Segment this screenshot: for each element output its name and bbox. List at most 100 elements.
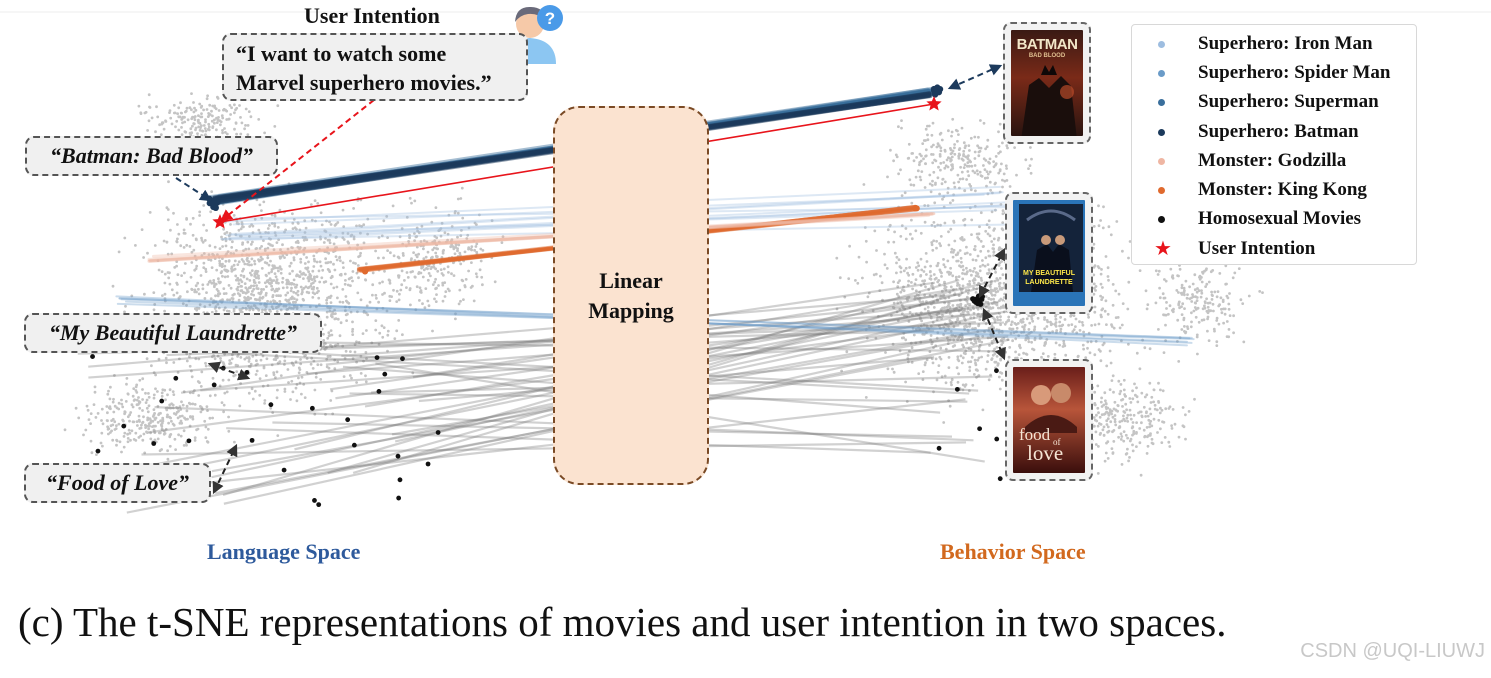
laundrette-label-arrow bbox=[207, 361, 251, 381]
legend-item: Superhero: Superman bbox=[1132, 88, 1416, 117]
mapping-link bbox=[147, 213, 931, 261]
background-point-cluster bbox=[137, 83, 280, 151]
mapping-link bbox=[149, 212, 929, 263]
legend: Superhero: Iron Man Superhero: Spider Ma… bbox=[1131, 24, 1417, 265]
intention-arrow bbox=[220, 99, 375, 222]
legend-item: Superhero: Iron Man bbox=[1132, 29, 1416, 58]
movie-label-laundrette: “My Beautiful Laundrette” bbox=[24, 313, 322, 353]
callout-arrows bbox=[175, 64, 1006, 495]
poster-batman-subtitle: BAD BLOOD bbox=[1028, 53, 1066, 59]
legend-item: Homosexual Movies bbox=[1132, 205, 1416, 234]
background-point-cluster bbox=[63, 374, 236, 469]
watermark: CSDN @UQI-LIUWJ bbox=[1300, 640, 1485, 662]
user-intention-star-behavior bbox=[926, 96, 942, 111]
movie-point bbox=[173, 375, 179, 381]
legend-label: User Intention bbox=[1198, 237, 1316, 259]
movie-point bbox=[90, 354, 95, 359]
movie-point bbox=[121, 423, 127, 429]
poster-food-subtitle: love bbox=[1027, 441, 1064, 465]
food-label-arrow bbox=[212, 443, 238, 495]
legend-marker bbox=[1154, 152, 1168, 170]
legend-marker bbox=[1154, 35, 1168, 53]
legend-marker: ★ bbox=[1154, 238, 1172, 261]
legend-item: ★ User Intention bbox=[1132, 234, 1416, 263]
linear-mapping-label: Linear Mapping bbox=[588, 267, 674, 323]
movie-point bbox=[351, 442, 357, 448]
poster-batman-title: BATMAN bbox=[1016, 36, 1078, 53]
mapping-link bbox=[147, 212, 934, 263]
background-point-cluster bbox=[862, 117, 1041, 214]
mapping-link bbox=[151, 212, 936, 258]
movie-point bbox=[970, 296, 976, 302]
movie-point bbox=[954, 386, 960, 392]
language-space-points bbox=[63, 83, 505, 469]
legend-label: Monster: Godzilla bbox=[1198, 149, 1347, 171]
background-point-cluster bbox=[111, 176, 435, 438]
movie-point bbox=[435, 430, 441, 435]
movie-point bbox=[186, 438, 192, 444]
batman-poster-arrow bbox=[947, 64, 1003, 90]
legend-item: Superhero: Spider Man bbox=[1132, 58, 1416, 87]
poster-laundrette-art bbox=[1019, 204, 1083, 292]
poster-food-of-love: food of love bbox=[1013, 367, 1085, 473]
legend-item: Monster: King Kong bbox=[1132, 175, 1416, 204]
poster-laundrette-subtitle: LAUNDRETTE bbox=[1025, 279, 1073, 286]
movie-point bbox=[397, 477, 403, 483]
highlighted-points bbox=[90, 84, 1003, 508]
movie-point bbox=[268, 402, 274, 408]
movie-point bbox=[997, 476, 1003, 482]
movie-label-food-of-love: “Food of Love” bbox=[24, 463, 211, 503]
legend-label: Monster: King Kong bbox=[1198, 179, 1367, 201]
movie-point bbox=[345, 417, 351, 423]
mapping-link bbox=[124, 346, 970, 395]
movie-point bbox=[151, 441, 157, 446]
movie-point bbox=[425, 461, 431, 467]
movie-point bbox=[376, 389, 382, 394]
movie-point bbox=[936, 445, 942, 451]
legend-marker bbox=[1154, 181, 1168, 199]
movie-point bbox=[994, 436, 1000, 442]
legend-marker bbox=[1154, 64, 1168, 82]
legend-item: Superhero: Batman bbox=[1132, 117, 1416, 146]
movie-point bbox=[974, 300, 981, 307]
legend-label: Superhero: Superman bbox=[1198, 91, 1379, 113]
food-poster-arrow bbox=[982, 307, 1006, 361]
batman-arrow bbox=[175, 177, 213, 202]
behavior-space-label: Behavior Space bbox=[940, 539, 1086, 564]
user-intention-quote: “I want to watch some Marvel superhero m… bbox=[222, 33, 528, 101]
mapping-link bbox=[127, 305, 961, 471]
linear-mapping-box: Linear Mapping bbox=[553, 106, 709, 485]
user-intention-star-language bbox=[212, 214, 228, 229]
laundrette-poster-arrow bbox=[978, 247, 1006, 299]
poster-laundrette-title: MY BEAUTIFUL bbox=[1023, 270, 1075, 277]
figure-caption: (c) The t-SNE representations of movies … bbox=[18, 599, 1227, 645]
movie-point bbox=[312, 498, 317, 503]
language-space-label: Language Space bbox=[207, 539, 361, 564]
movie-point bbox=[400, 356, 405, 362]
legend-label: Superhero: Spider Man bbox=[1198, 61, 1391, 83]
movie-point bbox=[994, 368, 999, 374]
legend-label: Superhero: Iron Man bbox=[1198, 32, 1373, 54]
movie-point bbox=[977, 426, 983, 432]
movie-point bbox=[309, 405, 315, 411]
legend-marker bbox=[1154, 123, 1168, 141]
poster-batman-art bbox=[1021, 65, 1077, 136]
movie-point bbox=[244, 370, 250, 375]
user-intention-title: User Intention bbox=[304, 3, 440, 28]
legend-marker bbox=[1154, 93, 1168, 111]
movie-point bbox=[362, 268, 369, 275]
movie-point bbox=[95, 448, 101, 454]
movie-point bbox=[913, 205, 920, 212]
poster-batman: BATMAN BAD BLOOD bbox=[1011, 30, 1083, 136]
poster-food-of-love-art bbox=[1025, 383, 1077, 433]
mapping-link bbox=[88, 293, 962, 368]
poster-card-laundrette: MY BEAUTIFUL LAUNDRETTE bbox=[1005, 192, 1093, 314]
movie-point bbox=[159, 398, 165, 404]
movie-point bbox=[316, 502, 322, 508]
legend-label: Homosexual Movies bbox=[1198, 208, 1362, 230]
movie-point bbox=[281, 467, 287, 473]
movie-point bbox=[211, 382, 217, 388]
legend-label: Superhero: Batman bbox=[1198, 120, 1359, 142]
poster-food-title: food bbox=[1019, 425, 1051, 444]
